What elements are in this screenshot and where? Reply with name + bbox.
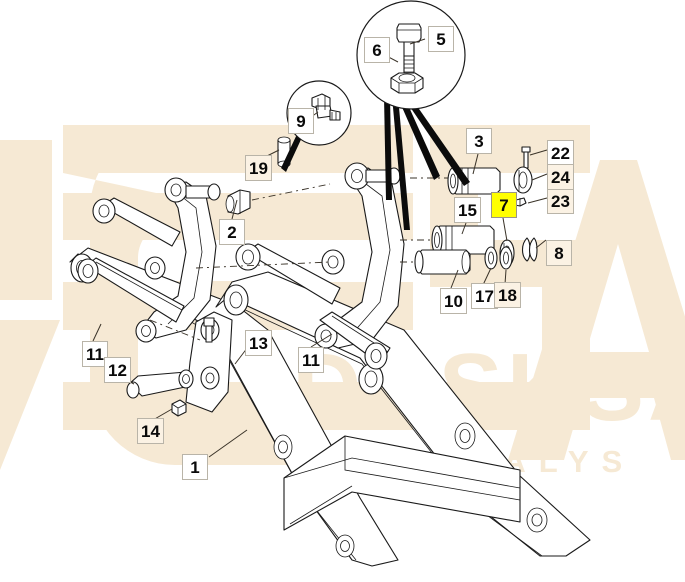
callout-label-22[interactable]: 22	[547, 140, 574, 166]
callout-label-17[interactable]: 17	[471, 283, 498, 309]
callout-label-5[interactable]: 5	[428, 26, 454, 52]
callout-label-3[interactable]: 3	[466, 128, 492, 154]
callout-label-13[interactable]: 13	[245, 330, 272, 356]
callout-label-18[interactable]: 18	[494, 282, 521, 308]
callout-label-24[interactable]: 24	[547, 164, 574, 190]
callout-label-8[interactable]: 8	[546, 240, 572, 266]
callout-label-2[interactable]: 2	[219, 219, 245, 245]
callout-label-10[interactable]: 10	[440, 288, 467, 314]
callout-label-12[interactable]: 12	[104, 357, 131, 383]
callout-label-11[interactable]: 11	[82, 341, 108, 367]
callout-label-6[interactable]: 6	[364, 37, 390, 63]
callout-label-15[interactable]: 15	[454, 197, 481, 223]
callout-label-23[interactable]: 23	[547, 188, 574, 214]
loader-arm-assembly	[69, 136, 591, 567]
callout-label-19[interactable]: 19	[245, 155, 272, 181]
detail-circle-bolt-nut	[356, 0, 470, 230]
callout-label-7[interactable]: 7	[491, 192, 517, 218]
callout-label-14[interactable]: 14	[137, 418, 164, 444]
callout-label-11b[interactable]: 11	[298, 347, 324, 373]
watermark-layer: DASKSA DALYS	[0, 125, 685, 479]
callout-label-1[interactable]: 1	[182, 454, 208, 480]
exploded-hardware	[414, 146, 538, 275]
callout-label-9[interactable]: 9	[288, 108, 314, 134]
